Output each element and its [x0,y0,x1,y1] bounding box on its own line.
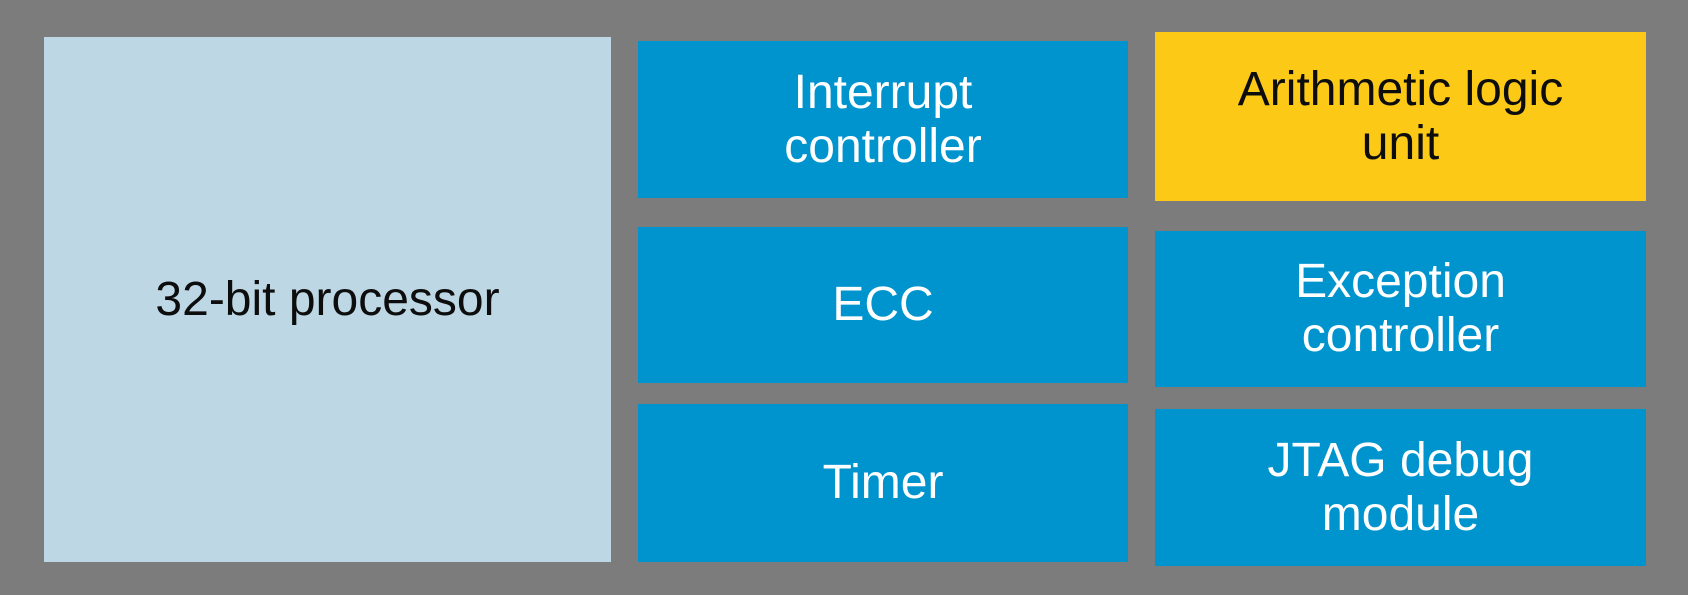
processor-block-label: 32-bit processor [155,272,500,326]
interrupt-controller-block: Interrupt controller [638,41,1128,198]
ecc-block: ECC [638,227,1128,383]
exception-controller-label: Exception controller [1295,255,1506,362]
arithmetic-logic-unit-label: Arithmetic logic unit [1237,62,1564,170]
arithmetic-logic-unit-block: Arithmetic logic unit [1155,32,1646,201]
ecc-label: ECC [832,278,934,332]
processor-block: 32-bit processor [44,37,611,562]
jtag-debug-module-label: JTAG debug module [1267,433,1534,541]
timer-label: Timer [822,456,944,510]
interrupt-controller-label: Interrupt controller [784,65,982,173]
exception-controller-block: Exception controller [1155,231,1646,387]
timer-block: Timer [638,404,1128,562]
jtag-debug-module-block: JTAG debug module [1155,409,1646,566]
